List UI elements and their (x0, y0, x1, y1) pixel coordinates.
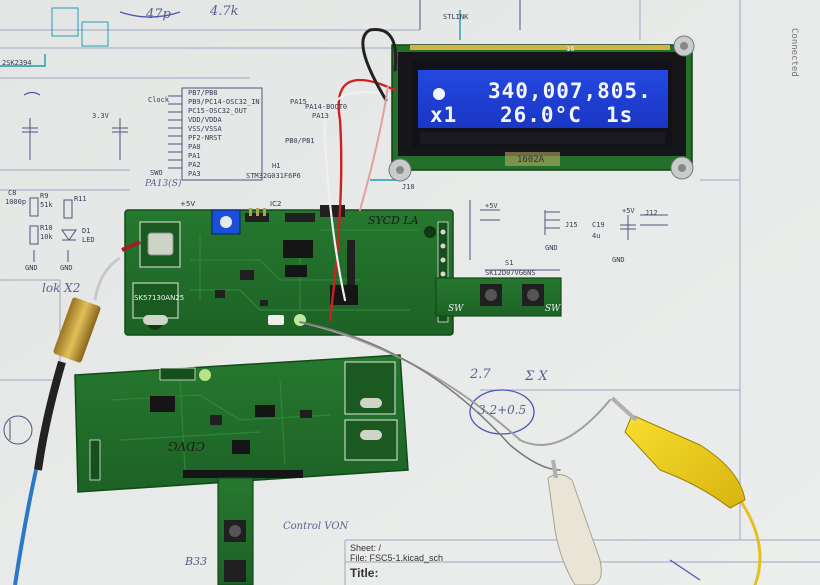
handwritten-note: Σ X (525, 369, 548, 384)
handwritten-note: 3.2+0.5 (478, 403, 527, 417)
v33-label: 3.3V (92, 112, 109, 120)
j15-label: J15 (565, 221, 578, 229)
c8-value: 1000p (5, 198, 27, 206)
schematic-components (3, 0, 668, 445)
coax-cable (13, 240, 141, 585)
r9-label: R9 (40, 192, 49, 200)
mcu-pin-label: PA3 (188, 170, 201, 178)
mcu-right-pin-label: PA15 (290, 98, 307, 106)
lcd-pin-label: 16 (566, 45, 575, 53)
swo-net-note: PA13(S) (145, 179, 182, 189)
r10-value: 10k (40, 233, 53, 241)
bottom-daughter-board (217, 477, 254, 585)
mcu-pin-label: PF2-NRST (188, 134, 222, 142)
lower-pcb-handwritten-label: CDVG (168, 439, 205, 453)
c19-label: C19 (592, 221, 605, 229)
mcu-pin-label: PA0 (188, 143, 201, 151)
handwritten-note: lok X2 (42, 281, 81, 295)
d1-value: LED (82, 236, 95, 244)
mcu-ref: H1 (272, 162, 281, 170)
handwritten-note: B33 (185, 555, 208, 568)
title-label: Title: (350, 566, 379, 580)
s1-part: SK12D07VG6NS (485, 269, 536, 277)
switch-label: SW (545, 304, 561, 314)
connected-label: Connected (789, 28, 799, 77)
plus5v-label: +5V (485, 202, 498, 210)
r10-label: R10 (40, 224, 53, 232)
mcu-pin-label: VSS/VSSA (188, 125, 222, 133)
mcu-pin-label: PC15-OSC32_OUT (188, 107, 248, 115)
switch-label: SW (448, 304, 464, 314)
pcb-plus5v: +5V (180, 200, 196, 208)
cap-value-note: 47p (146, 7, 171, 22)
white-clip (547, 459, 602, 585)
plus5v-label: +5V (622, 207, 635, 215)
s1-label: S1 (505, 259, 514, 267)
handwritten-note: 2.7 (470, 367, 491, 382)
pcb-ic-label: IC2 (270, 200, 282, 208)
mcu-pin-label: PB9/PC14-OSC32_IN (188, 98, 260, 106)
c8-label: C8 (8, 189, 17, 197)
lcd-frequency-readout: 340,007,805. (488, 79, 652, 103)
lcd-module (388, 35, 695, 182)
gnd-label: GND (25, 264, 38, 272)
j10-label: J10 (402, 183, 415, 191)
gnd-label: GND (545, 244, 558, 252)
j12-label: J12 (645, 209, 658, 217)
transistor-part: 2SK2394 (2, 59, 32, 67)
yellow-clip (610, 396, 746, 509)
clock-label: Clock (148, 96, 170, 104)
r9-value: 51k (40, 201, 53, 209)
handwritten-note: Control VON (283, 521, 349, 532)
mcu-pin-label: PA1 (188, 152, 201, 160)
file-label: File: FSC5-1.kicad_sch (350, 553, 444, 563)
mcu-pin-label: PB7/PB8 (188, 89, 218, 97)
wires (299, 28, 762, 585)
d1-label: D1 (82, 227, 91, 235)
c19-value: 4u (592, 232, 601, 240)
mcu-right-pin-label: PA14-BOOT0 (305, 103, 348, 111)
pcb-chip-label: SK57130AN25 (134, 294, 185, 302)
lcd-gate-time: 1s (606, 103, 634, 127)
pcb-handwritten-label: SYCD LA (368, 214, 419, 227)
mcu-pin-label: PA2 (188, 161, 201, 169)
mcu-pin-label: VDD/VDDA (188, 116, 222, 124)
lcd-module-label: 1602A (517, 155, 545, 165)
switch-board (435, 277, 562, 317)
gnd-label: GND (612, 256, 625, 264)
r11-label: R11 (74, 195, 87, 203)
sheet-label: Sheet: / (350, 543, 382, 553)
mcu-right-pin-label: PA13 (312, 112, 329, 120)
handwritten-ink (23, 11, 701, 581)
lower-pcb (74, 354, 409, 493)
swo-label: SWO (150, 169, 163, 177)
gnd-label: GND (60, 264, 73, 272)
upper-pcb (124, 205, 454, 336)
mcu-part-number: STM32G031F6P6 (246, 172, 301, 180)
mcu-right-pin-label: PB0/PB1 (285, 137, 315, 145)
stlink-label: STLINK (443, 13, 469, 21)
res-value-note: 4.7k (210, 4, 239, 19)
lcd-multiplier: x1 (430, 103, 458, 127)
lcd-temperature: 26.0°C (500, 103, 582, 127)
